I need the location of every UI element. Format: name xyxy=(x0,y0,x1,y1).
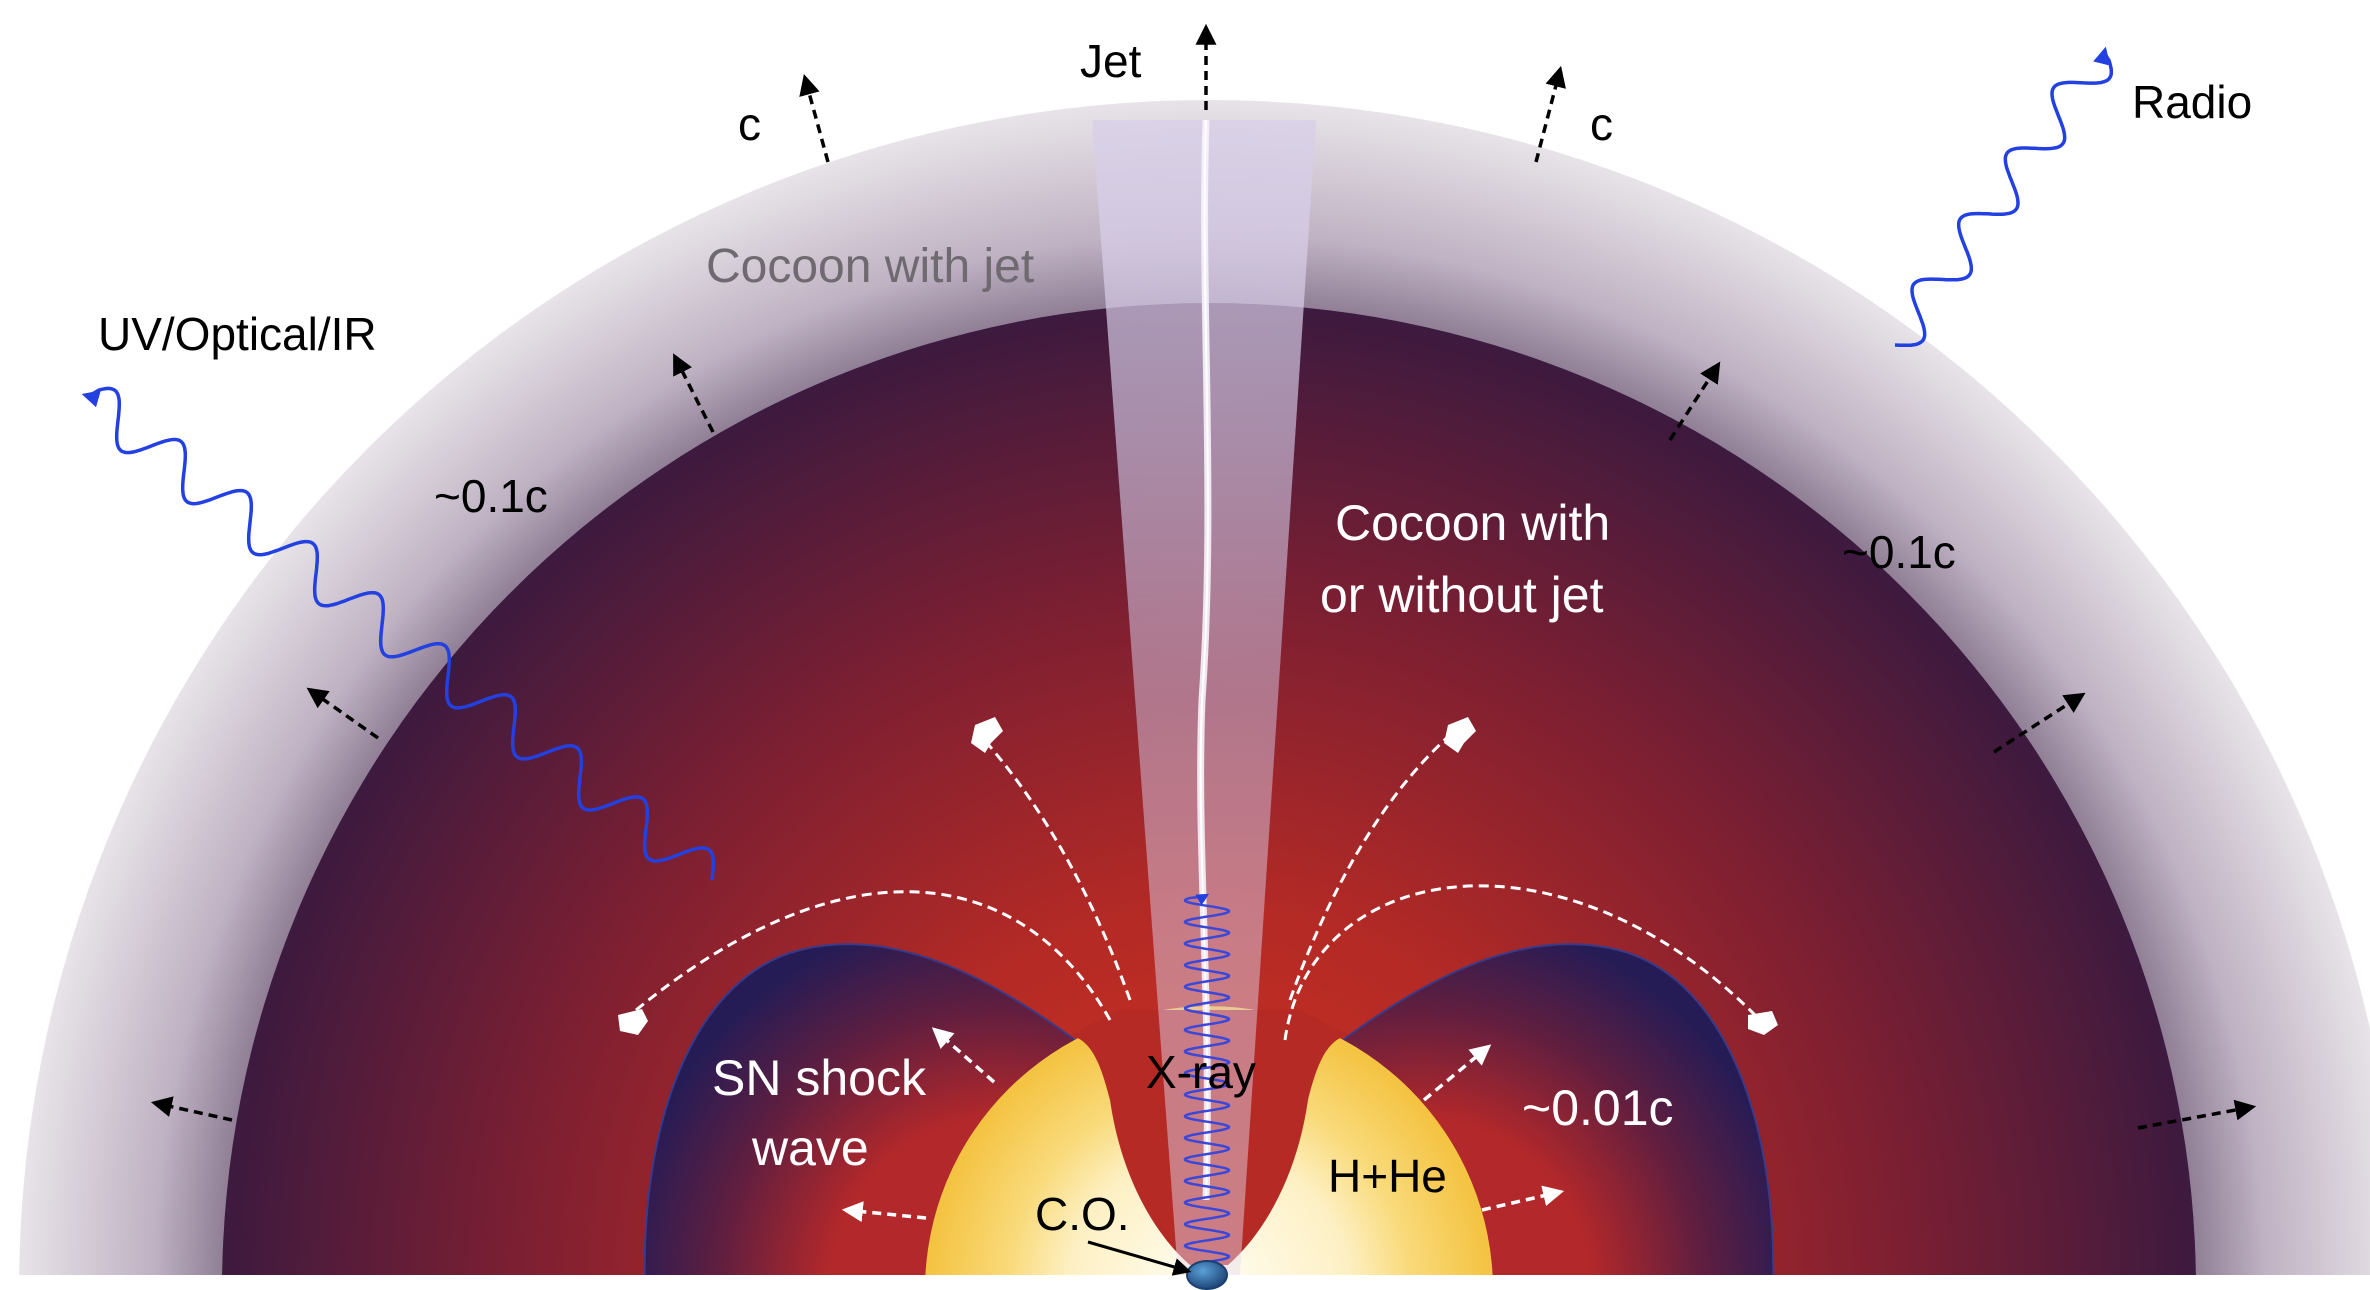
c-arrow-right xyxy=(1534,65,1566,163)
speed-label-inner: ~0.01c xyxy=(1522,1080,1674,1136)
backflow-blob-icons xyxy=(618,717,1778,1035)
compact-object-pointer xyxy=(1087,1240,1192,1276)
arrow-low-right xyxy=(2137,1099,2257,1130)
xray-photon xyxy=(1183,893,1231,1264)
c-label-left: c xyxy=(738,98,761,150)
shock-velocity-arrows xyxy=(841,1027,1565,1223)
star-arrow-upper-left xyxy=(931,1027,996,1084)
radio-photon xyxy=(1894,46,2114,348)
c-arrow-left xyxy=(799,73,830,163)
speed-label-left: ~0.1c xyxy=(434,470,548,522)
compact-object-icon xyxy=(1186,1260,1228,1290)
cocoon-with-jet-label: Cocoon with jet xyxy=(706,240,1034,293)
uv-optical-ir-photon xyxy=(81,386,716,881)
backflow-streams xyxy=(629,733,1757,1041)
star-arrow-lower-right xyxy=(1481,1185,1565,1212)
xray-label: X-ray xyxy=(1146,1046,1256,1098)
h-he-label: H+He xyxy=(1328,1150,1447,1202)
speed-label-right: ~0.1c xyxy=(1842,526,1956,578)
sn-shock-label-line2: wave xyxy=(751,1120,869,1176)
sn-shock-label-line1: SN shock xyxy=(712,1050,927,1106)
radio-label: Radio xyxy=(2132,76,2252,128)
c-label-right: c xyxy=(1590,98,1613,150)
cocoon-velocity-arrows xyxy=(150,23,2257,1130)
star-arrow-lower-left xyxy=(841,1201,927,1223)
cocoon-label-line1: Cocoon with xyxy=(1335,495,1610,551)
arrow-mid-right xyxy=(1993,692,2086,754)
arrow-low-left xyxy=(150,1096,233,1122)
cocoon-label-line2: or without jet xyxy=(1320,567,1604,623)
compact-object-label: C.O. xyxy=(1035,1188,1130,1240)
jet-label: Jet xyxy=(1080,35,1142,87)
uv-optical-ir-label: UV/Optical/IR xyxy=(98,308,377,360)
